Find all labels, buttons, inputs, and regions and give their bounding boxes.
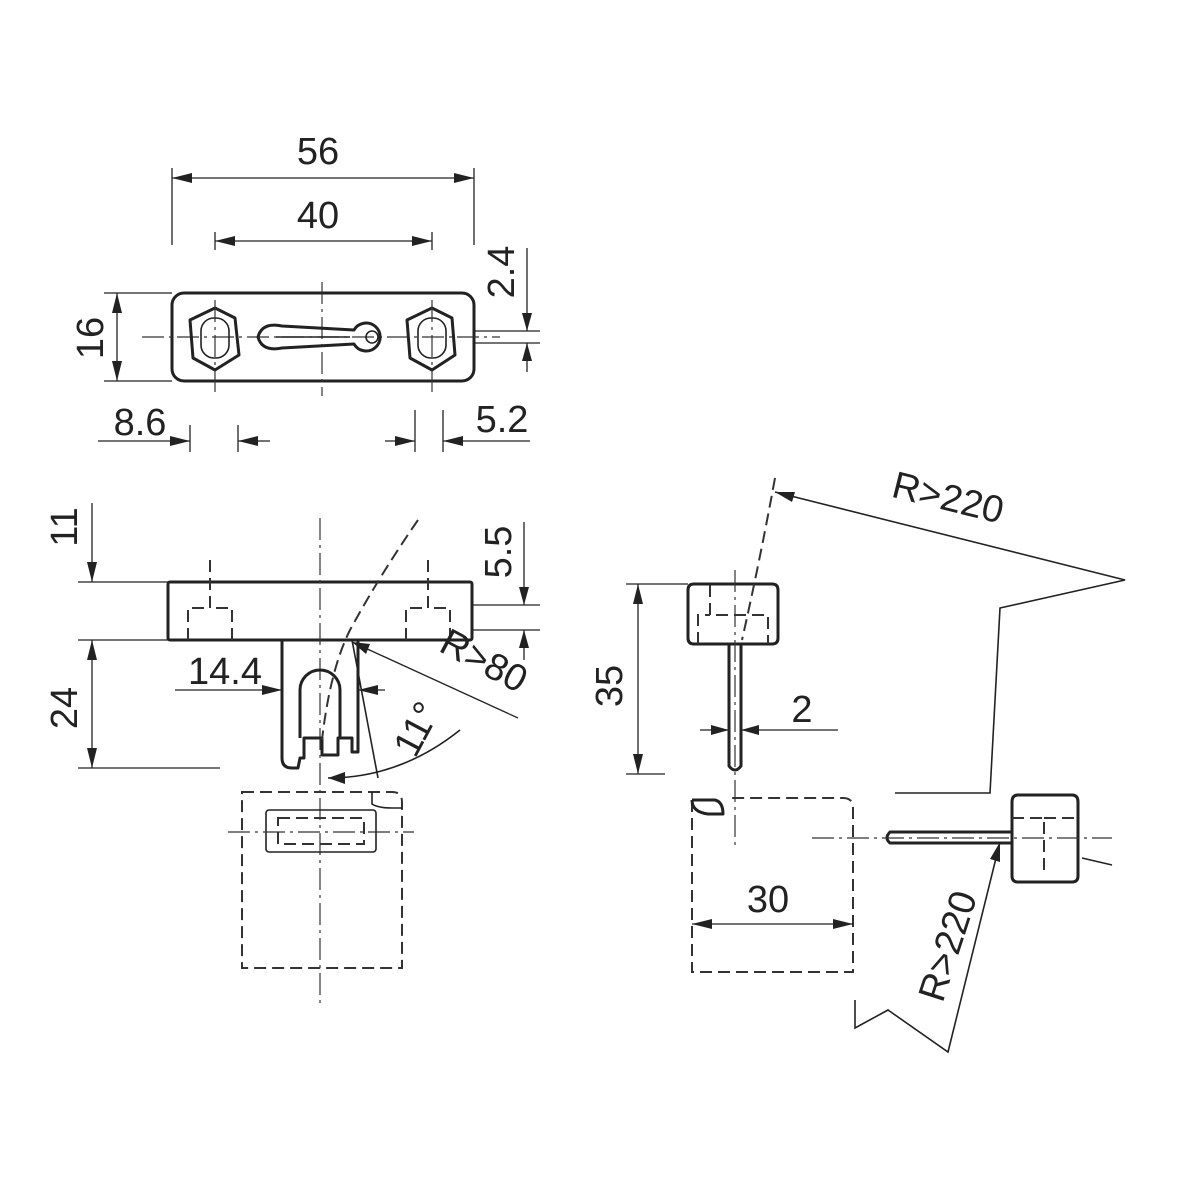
dim-side-height: 35 bbox=[589, 583, 688, 775]
dim-overall-length: 56 bbox=[171, 131, 475, 245]
radius-front-text: R>80 bbox=[433, 621, 534, 701]
dim-overall-length-text: 56 bbox=[297, 131, 339, 173]
angle-text: 11° bbox=[386, 695, 449, 763]
top-view bbox=[142, 282, 500, 396]
dim-right-edge-text: 5.2 bbox=[476, 399, 529, 441]
radius-front-leader bbox=[351, 641, 519, 719]
dim-left-edge: 8.6 bbox=[98, 402, 270, 452]
dim-bracket-offset: 5.5 bbox=[472, 522, 540, 660]
receiver-notch bbox=[371, 792, 402, 809]
side-radius-top-text: R>220 bbox=[888, 464, 1008, 532]
dim-slot-width: 14.4 bbox=[175, 651, 385, 695]
dim-side-height-text: 35 bbox=[589, 665, 631, 707]
dim-offset-top-text: 2.4 bbox=[481, 246, 523, 299]
dim-bracket-height-text: 24 bbox=[44, 687, 86, 729]
dim-left-edge-text: 8.6 bbox=[114, 402, 167, 444]
sweep-outline-bottom bbox=[854, 841, 1001, 1054]
dim-base-width-text: 30 bbox=[747, 879, 789, 921]
front-view bbox=[166, 518, 519, 1005]
dim-hole-spacing: 40 bbox=[214, 195, 433, 250]
dim-pin-width: 2 bbox=[700, 689, 838, 735]
dim-offset-top: 2.4 bbox=[474, 246, 540, 372]
dim-bracket-height: 24 bbox=[44, 639, 220, 769]
front-actuator-slot bbox=[298, 668, 342, 738]
dim-height-text: 16 bbox=[70, 317, 112, 359]
dim-pin-width-text: 2 bbox=[791, 689, 812, 731]
side-horizontal-head bbox=[1010, 793, 1080, 884]
dim-base-width: 30 bbox=[692, 879, 853, 929]
swing-arc-dashed bbox=[321, 519, 419, 741]
actuator-slot bbox=[256, 321, 382, 353]
side-view bbox=[686, 477, 1126, 1054]
dim-bracket-offset-text: 5.5 bbox=[478, 526, 520, 579]
receiver-slot-inner bbox=[277, 817, 365, 845]
side-receiver bbox=[691, 797, 854, 973]
dim-top-clearance-text: 11 bbox=[44, 507, 86, 546]
receiver-slot-outer bbox=[265, 809, 377, 853]
sweep-outline bbox=[774, 491, 1126, 794]
side-receiver-notch bbox=[690, 798, 725, 816]
dim-right-edge: 5.2 bbox=[385, 399, 530, 452]
dim-hole-spacing-text: 40 bbox=[297, 195, 339, 237]
dim-height: 16 bbox=[70, 292, 172, 382]
actuator-pivot bbox=[365, 330, 379, 344]
dim-slot-width-text: 14.4 bbox=[188, 651, 262, 693]
side-view-pin bbox=[727, 644, 743, 772]
dim-top-clearance: 11 bbox=[44, 503, 168, 583]
side-swing-arc bbox=[741, 477, 776, 641]
side-view-head bbox=[686, 582, 780, 646]
front-receiver bbox=[241, 791, 403, 969]
